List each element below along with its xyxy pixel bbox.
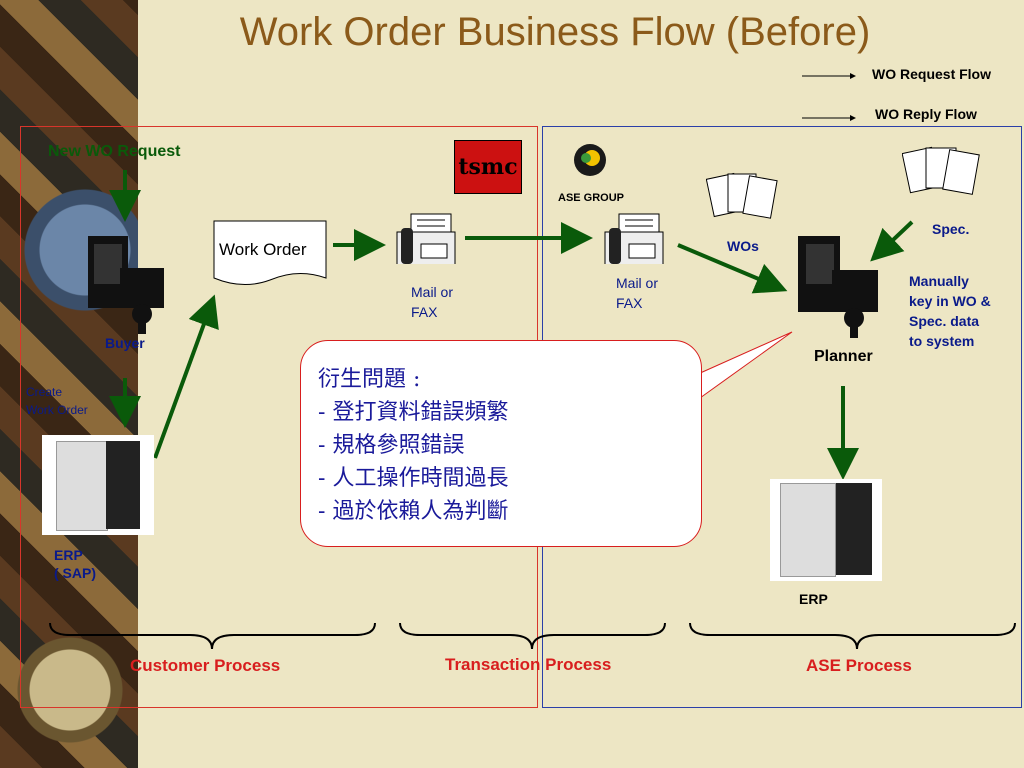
legend-arrows [802, 73, 856, 121]
manual-line4: to system [909, 333, 975, 349]
customer-mail-fax-label: Mail or FAX [411, 282, 453, 322]
page-title: Work Order Business Flow (Before) [239, 10, 871, 54]
decorative-sidebar-image [0, 0, 138, 768]
spec-label: Spec. [932, 221, 970, 237]
create-wo-line2: Work Order [26, 403, 88, 417]
buyer-icon [88, 236, 164, 334]
callout-heading: 衍生問題 : [318, 367, 421, 392]
ase-erp-server-icon [770, 479, 882, 581]
callout-item: - 人工操作時間過長 [318, 462, 508, 495]
legend-reply: WO Reply Flow [875, 106, 977, 122]
ase-erp-label: ERP [799, 591, 828, 607]
wos-documents-icon [706, 172, 778, 219]
manual-key-label: Manually key in WO & Spec. data to syste… [909, 271, 991, 351]
fax-icon [396, 213, 456, 264]
planner-icon [798, 236, 878, 338]
tsmc-logo: tsmc [454, 140, 522, 194]
create-work-order-label: Create Work Order [26, 383, 88, 419]
wos-label: WOs [727, 238, 759, 254]
work-order-document-icon [213, 220, 327, 285]
customer-process-label: Customer Process [130, 656, 281, 675]
customer-erp-line1: ERP [54, 547, 83, 563]
callout-bullet: - [318, 466, 326, 491]
customer-mail-fax-line2: FAX [411, 304, 438, 320]
customer-mail-fax-line1: Mail or [411, 284, 454, 300]
create-wo-line1: Create [26, 385, 63, 399]
callout-bullet: - [318, 400, 326, 425]
work-order-label: Work Order [219, 240, 307, 259]
manual-line2: key in WO & [909, 293, 991, 309]
callout-item-text: 規格參照錯誤 [332, 433, 465, 458]
ase-logo-icon [574, 144, 606, 176]
issues-callout [300, 340, 702, 547]
section-braces [49, 622, 1016, 650]
callout-item-text: 過於依賴人為判斷 [332, 499, 509, 524]
manual-line3: Spec. data [909, 313, 980, 329]
ase-mail-fax-label: Mail or FAX [616, 273, 658, 313]
callout-item-text: 登打資料錯誤頻繁 [332, 400, 509, 425]
planner-label: Planner [814, 348, 873, 365]
legend-request: WO Request Flow [872, 66, 991, 82]
ase-process-label: ASE Process [806, 656, 912, 675]
ase-mail-fax-line1: Mail or [616, 275, 659, 291]
tsmc-logo-text: tsmc [458, 154, 518, 180]
transaction-process-label: Transaction Process [445, 655, 612, 674]
issues-callout-text: 衍生問題 : - 登打資料錯誤頻繁 - 規格參照錯誤 - 人工操作時間過長 - … [318, 363, 508, 528]
callout-item: - 過於依賴人為判斷 [318, 495, 508, 528]
buyer-label: Buyer [105, 335, 145, 351]
spec-documents-icon [902, 146, 980, 195]
ase-logo-text: ASE GROUP [558, 192, 625, 204]
customer-erp-label: ERP ( SAP) [54, 546, 96, 582]
customer-erp-line2: ( SAP) [54, 565, 96, 581]
callout-item: - 規格參照錯誤 [318, 429, 508, 462]
manual-line1: Manually [909, 273, 969, 289]
customer-erp-server-icon [42, 435, 154, 535]
new-wo-request-label: New WO Request [48, 143, 181, 160]
callout-item: - 登打資料錯誤頻繁 [318, 396, 508, 429]
ase-fax-icon [604, 213, 664, 264]
callout-item-text: 人工操作時間過長 [332, 466, 509, 491]
ase-mail-fax-line2: FAX [616, 295, 643, 311]
callout-bullet: - [318, 433, 326, 458]
callout-bullet: - [318, 499, 326, 524]
